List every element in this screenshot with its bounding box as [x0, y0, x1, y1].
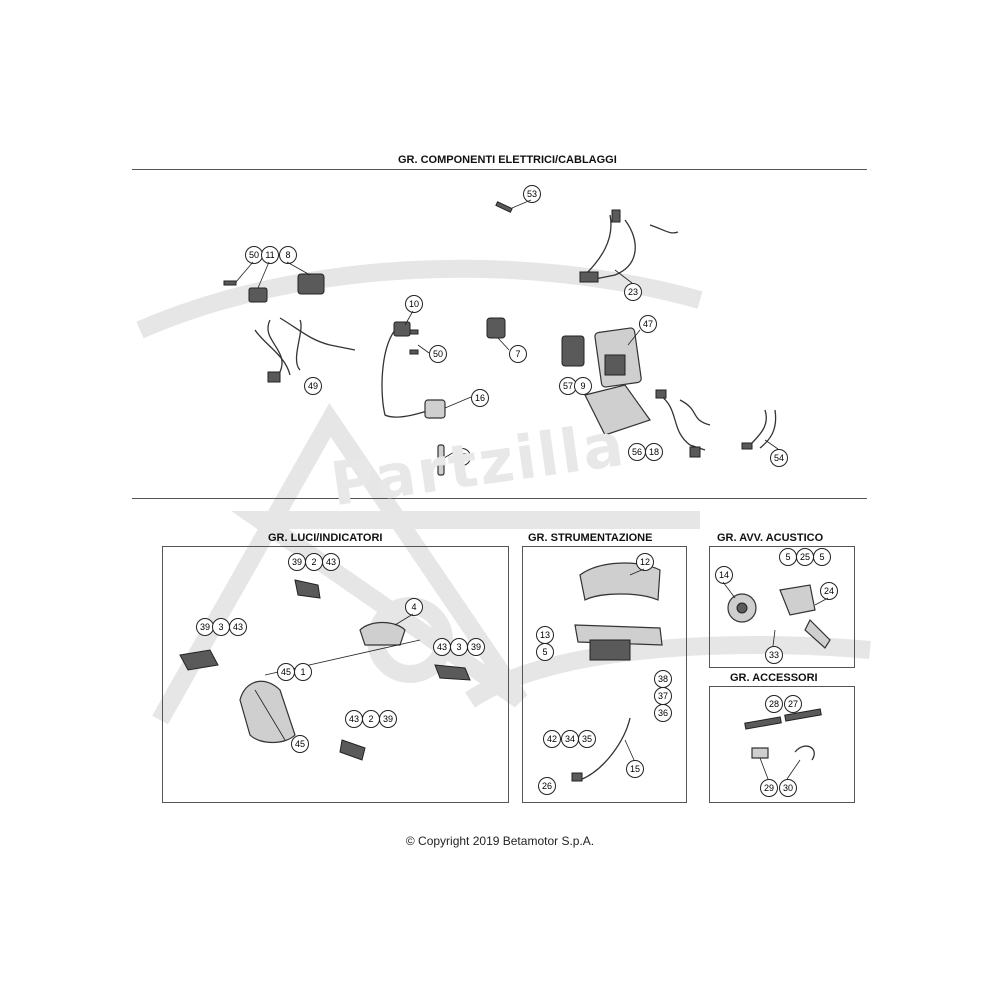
- callout-29[interactable]: 29: [760, 779, 778, 797]
- section-box-horn: [709, 546, 855, 668]
- callout-28[interactable]: 28: [765, 695, 783, 713]
- callout-10[interactable]: 10: [405, 295, 423, 313]
- section-title-horn: GR. AVV. ACUSTICO: [717, 532, 824, 544]
- callout-56[interactable]: 56: [628, 443, 646, 461]
- harness-18-icon: [655, 389, 711, 458]
- callout-36[interactable]: 36: [654, 704, 672, 722]
- callout-53[interactable]: 53: [523, 185, 541, 203]
- callout-45b[interactable]: 45: [291, 735, 309, 753]
- callout-15[interactable]: 15: [626, 760, 644, 778]
- callout-7[interactable]: 7: [509, 345, 527, 363]
- indicator-rear-top-icon: [294, 579, 321, 599]
- copyright-text: © Copyright 2019 Betamotor S.p.A.: [405, 834, 595, 848]
- callout-5d[interactable]: 5: [813, 548, 831, 566]
- screw-50-icon: [223, 280, 237, 286]
- relay-8-icon: [297, 273, 325, 295]
- callout-26[interactable]: 26: [538, 777, 556, 795]
- callout-35[interactable]: 35: [578, 730, 596, 748]
- bracket-13-icon: [574, 624, 663, 661]
- callout-16[interactable]: 16: [471, 389, 489, 407]
- screw-53-icon: [495, 201, 513, 213]
- callout-12[interactable]: 12: [636, 553, 654, 571]
- indicator-front-right-icon: [434, 664, 471, 681]
- section-title-electrical: GR. COMPONENTI ELETTRICI/CABLAGGI: [398, 154, 617, 166]
- bracket-4-icon: [359, 621, 406, 646]
- callout-17[interactable]: 17: [453, 448, 471, 466]
- strap-28-icon: [744, 716, 782, 730]
- callout-54[interactable]: 54: [770, 449, 788, 467]
- callout-18[interactable]: 18: [645, 443, 663, 461]
- section-box-electrical: [132, 169, 867, 499]
- callout-13[interactable]: 13: [536, 626, 554, 644]
- callout-1[interactable]: 1: [294, 663, 312, 681]
- strap-27-icon: [784, 708, 822, 722]
- callout-9[interactable]: 9: [574, 377, 592, 395]
- screw-26-icon: [571, 772, 583, 782]
- callout-43b[interactable]: 43: [229, 618, 247, 636]
- callout-30[interactable]: 30: [779, 779, 797, 797]
- clamp-30-icon: [794, 745, 815, 761]
- callout-34[interactable]: 34: [561, 730, 579, 748]
- callout-11[interactable]: 11: [261, 246, 279, 264]
- callout-8[interactable]: 8: [279, 246, 297, 264]
- harness-54-icon: [741, 409, 777, 450]
- harness-49-icon: [254, 317, 356, 383]
- section-box-lights: [162, 546, 509, 803]
- ignition-coil-10-icon: [381, 321, 446, 419]
- section-box-instruments: [522, 546, 687, 803]
- horn-bracket-24-icon: [779, 584, 831, 649]
- dashboard-12-icon: [579, 562, 661, 601]
- horn-14-icon: [727, 593, 757, 623]
- callout-2[interactable]: 2: [305, 553, 323, 571]
- section-box-accessories: [709, 686, 855, 803]
- callout-4[interactable]: 4: [405, 598, 423, 616]
- section-title-accessories: GR. ACCESSORI: [730, 672, 818, 684]
- callout-23[interactable]: 23: [624, 283, 642, 301]
- callout-27[interactable]: 27: [784, 695, 802, 713]
- callout-47[interactable]: 47: [639, 315, 657, 333]
- callout-24[interactable]: 24: [820, 582, 838, 600]
- callout-49[interactable]: 49: [304, 377, 322, 395]
- callout-38[interactable]: 38: [654, 670, 672, 688]
- callout-33[interactable]: 33: [765, 646, 783, 664]
- callout-43[interactable]: 43: [322, 553, 340, 571]
- callout-14[interactable]: 14: [715, 566, 733, 584]
- cable-15-icon: [579, 717, 631, 781]
- indicator-front-left-icon: [179, 649, 219, 671]
- section-title-instruments: GR. STRUMENTAZIONE: [528, 532, 653, 544]
- bracket-56-icon: [584, 384, 651, 436]
- indicator-rear-bottom-icon: [339, 739, 366, 761]
- spark-plug-17-icon: [437, 444, 445, 476]
- clip-29-icon: [751, 747, 769, 759]
- callout-25[interactable]: 25: [796, 548, 814, 566]
- section-title-lights: GR. LUCI/INDICATORI: [268, 532, 383, 544]
- callout-50b[interactable]: 50: [429, 345, 447, 363]
- callout-39d[interactable]: 39: [379, 710, 397, 728]
- callout-42[interactable]: 42: [543, 730, 561, 748]
- harness-23-icon: [579, 209, 679, 283]
- callout-5[interactable]: 5: [536, 643, 554, 661]
- rubber-7-icon: [486, 317, 506, 339]
- callout-39c[interactable]: 39: [467, 638, 485, 656]
